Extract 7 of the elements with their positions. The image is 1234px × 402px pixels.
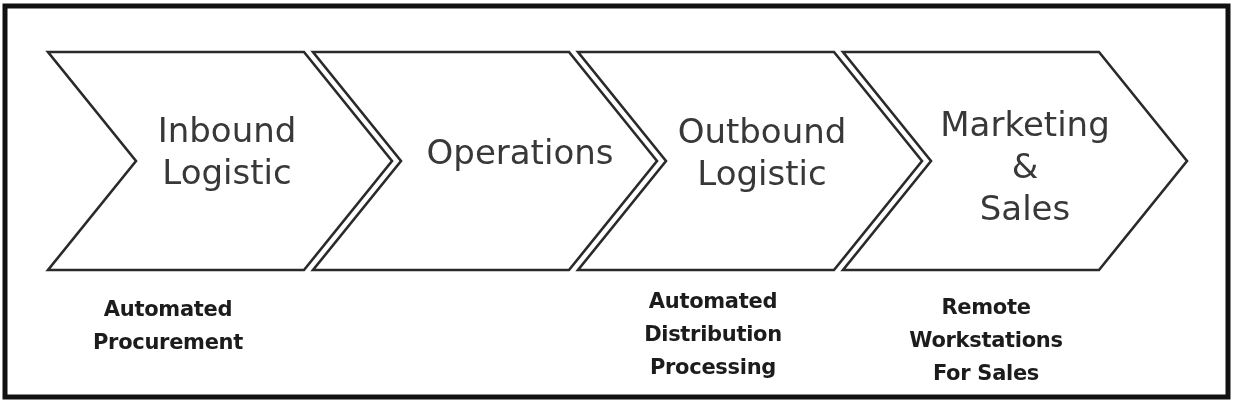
stage-label: Outbound Logistic [677, 110, 847, 194]
stage-note: Automated Procurement [93, 296, 243, 356]
stage-note: Remote Workstations For Sales [909, 294, 1063, 387]
stage-label: Inbound Logistic [157, 109, 297, 193]
stage-label: Operations [426, 131, 614, 173]
stage-label: Marketing & Sales [940, 103, 1110, 229]
stage-note: Automated Distribution Processing [644, 288, 782, 381]
